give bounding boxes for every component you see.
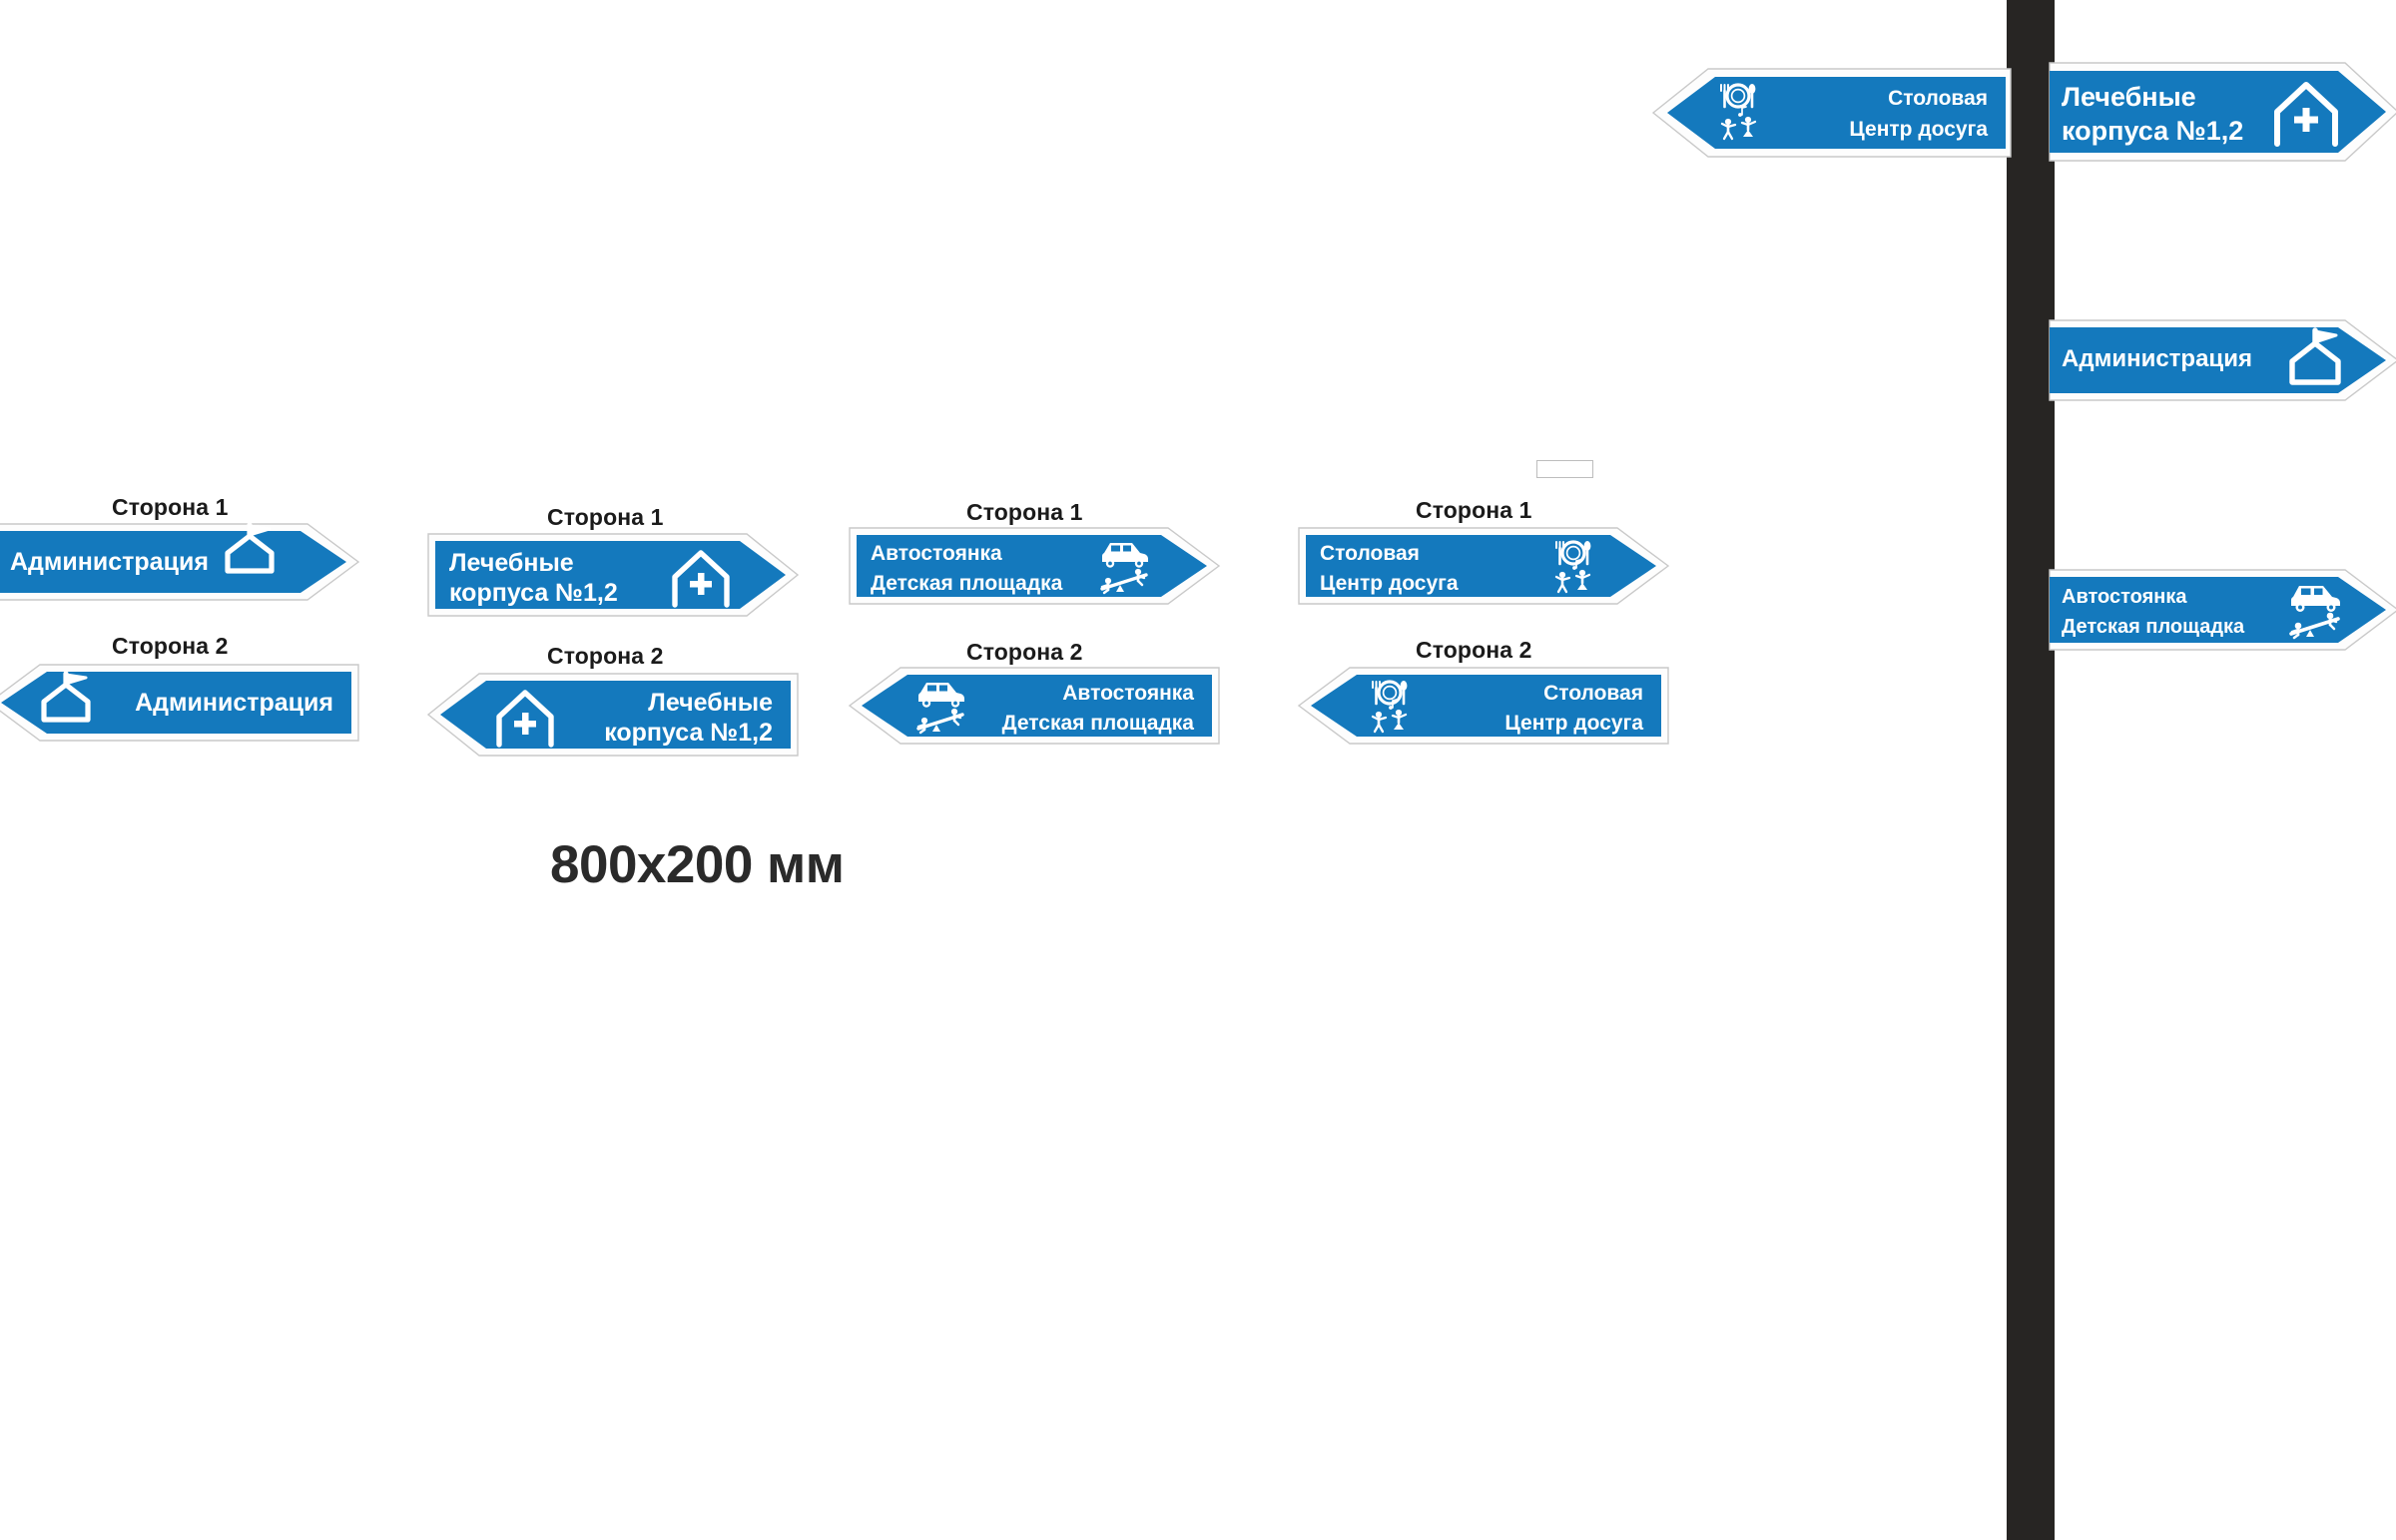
sign-face (440, 681, 791, 749)
seesaw-icon (916, 708, 964, 735)
house-flag-icon (41, 671, 91, 723)
empty-placeholder-box (1536, 460, 1593, 478)
cutlery-plate-icon (1555, 540, 1591, 566)
house-cross-icon (2274, 82, 2338, 147)
sign-face (862, 675, 1212, 737)
side1-caption-canteen: Сторона 1 (1416, 497, 1532, 523)
dancing-people-icon (1371, 699, 1408, 734)
sign-face (2050, 327, 2386, 393)
cutlery-plate-icon (1720, 83, 1756, 109)
house-flag-icon (225, 522, 275, 574)
dancing-people-icon (1554, 559, 1591, 594)
sign-face (1306, 535, 1656, 597)
sign-face (2050, 577, 2386, 643)
house-flag-icon (2289, 327, 2341, 385)
car-icon (918, 683, 964, 708)
signpost-pole (2007, 0, 2055, 1540)
sign-face (1, 672, 351, 734)
sign-canteen-side1[interactable]: Столовая Центр досуга (1298, 527, 1670, 605)
mockup-panel-divider (1997, 0, 2007, 1540)
cutlery-plate-icon (1372, 680, 1408, 706)
sign-administration-side2[interactable]: Администрация (0, 664, 359, 742)
side1-caption-medical: Сторона 1 (547, 504, 664, 530)
side2-caption-administration: Сторона 2 (112, 633, 229, 659)
side1-caption-administration: Сторона 1 (112, 494, 229, 520)
house-cross-icon (672, 550, 730, 608)
mock-sign-medical-buildings[interactable]: Лечебные корпуса №1,2 (2049, 62, 2396, 162)
sign-administration-side1[interactable]: Администрация (0, 522, 360, 601)
sign-medical-side1[interactable]: Лечебные корпуса №1,2 (427, 533, 800, 617)
sign-medical-side2[interactable]: Лечебные корпуса №1,2 (426, 673, 799, 757)
mock-sign-administration[interactable]: Администрация (2049, 319, 2396, 401)
sign-canteen-side2[interactable]: Столовая Центр досуга (1297, 667, 1669, 745)
dimension-label: 800x200 мм (550, 835, 845, 894)
side2-caption-medical: Сторона 2 (547, 643, 664, 669)
car-icon (1102, 543, 1148, 568)
sign-face (435, 541, 786, 609)
side1-caption-parking: Сторона 1 (966, 499, 1083, 525)
side2-caption-parking: Сторона 2 (966, 639, 1083, 665)
car-icon (2291, 586, 2340, 612)
seesaw-icon (1100, 568, 1148, 595)
seesaw-icon (2289, 612, 2340, 640)
sign-face (0, 531, 346, 593)
sign-face (857, 535, 1207, 597)
mock-sign-canteen-leisure[interactable]: Столовая Центр досуга (1651, 68, 2012, 158)
sign-parking-side1[interactable]: Автостоянка Детская площадка (849, 527, 1221, 605)
sign-face (1311, 675, 1661, 737)
house-cross-icon (496, 690, 554, 748)
mock-sign-parking-playground[interactable]: Автостоянка Детская площадка (2049, 569, 2396, 651)
sign-parking-side2[interactable]: Автостоянка Детская площадка (848, 667, 1220, 745)
dancing-people-icon (1720, 106, 1757, 141)
sign-face (1667, 77, 2006, 149)
side2-caption-canteen: Сторона 2 (1416, 637, 1532, 663)
